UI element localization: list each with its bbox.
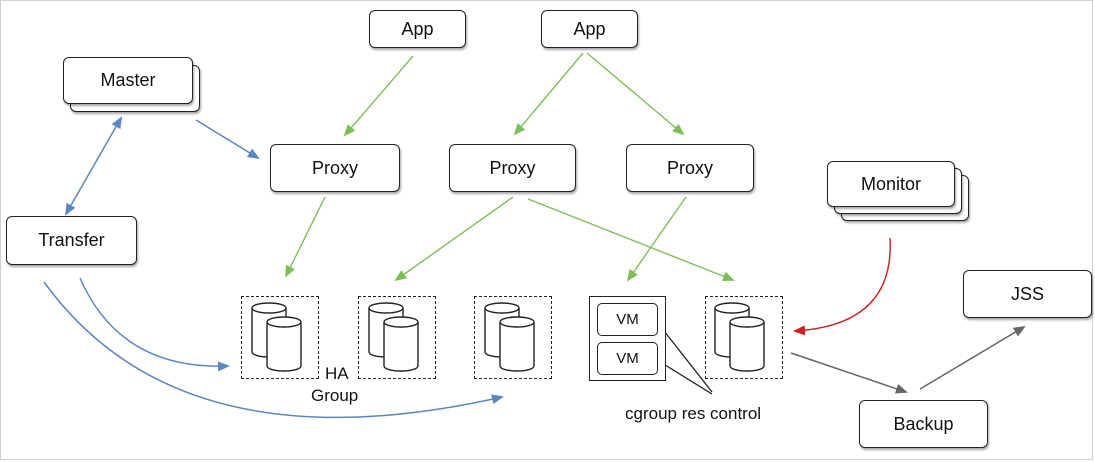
arrow-db5-to-backup bbox=[790, 352, 908, 394]
app-label: App bbox=[401, 18, 434, 39]
proxy-node-right: Proxy bbox=[626, 144, 754, 192]
db-group-3 bbox=[484, 302, 535, 372]
transfer-node: Transfer bbox=[6, 216, 137, 265]
master-label: Master bbox=[100, 70, 156, 90]
database-icon bbox=[499, 316, 535, 372]
ha-label: HA bbox=[325, 364, 349, 383]
db-container-2 bbox=[358, 296, 436, 379]
arrow-transfer-to-ha-group bbox=[79, 277, 230, 372]
arrow-app-right-to-proxy-mid bbox=[513, 52, 584, 136]
transfer-label: Transfer bbox=[38, 230, 105, 250]
app-node-right: App bbox=[541, 10, 638, 48]
vm-label: VM bbox=[616, 311, 639, 328]
arrow-monitor-to-db5 bbox=[793, 237, 891, 336]
group-label: Group bbox=[311, 386, 359, 405]
db-container-3 bbox=[474, 296, 552, 379]
vm-box-1: VM bbox=[597, 303, 658, 336]
arrow-backup-to-jss bbox=[919, 325, 1026, 390]
jss-node: JSS bbox=[963, 270, 1092, 318]
cgroup-callout-line-2 bbox=[656, 359, 713, 395]
db-group-2 bbox=[368, 302, 419, 372]
arrow-proxy-right-to-vm bbox=[626, 196, 687, 282]
arrow-master-transfer-bidirectional bbox=[65, 116, 122, 216]
proxy-label: Proxy bbox=[666, 157, 713, 178]
db-group-1 bbox=[251, 302, 302, 372]
proxy-node-mid: Proxy bbox=[449, 144, 576, 192]
arrow-app-left-to-proxy-left bbox=[343, 55, 414, 137]
jss-label: JSS bbox=[1010, 283, 1044, 304]
proxy-label: Proxy bbox=[311, 157, 358, 178]
vm-label: VM bbox=[616, 350, 639, 367]
master-node: Master bbox=[63, 57, 193, 104]
proxy-node-left: Proxy bbox=[270, 144, 400, 192]
vm-box-2: VM bbox=[597, 342, 658, 375]
cgroup-label: cgroup res control bbox=[625, 404, 762, 423]
arrow-proxy-mid-to-db5 bbox=[527, 198, 735, 281]
database-icon bbox=[729, 316, 765, 372]
db-container-5 bbox=[705, 296, 783, 379]
database-icon bbox=[383, 316, 419, 372]
db-group-5 bbox=[714, 302, 765, 372]
app-label: App bbox=[573, 18, 606, 39]
monitor-node: Monitor bbox=[827, 161, 955, 207]
app-node-left: App bbox=[369, 10, 466, 48]
monitor-label: Monitor bbox=[860, 173, 922, 194]
arrow-app-right-to-proxy-right bbox=[586, 52, 685, 136]
arrow-transfer-to-db3 bbox=[43, 281, 504, 419]
backup-node: Backup bbox=[859, 400, 988, 448]
arrow-proxy-left-to-db1 bbox=[285, 196, 326, 278]
proxy-label: Proxy bbox=[489, 157, 536, 178]
arrow-proxy-mid-to-db2 bbox=[394, 196, 514, 282]
arrow-master-to-proxy-left bbox=[195, 119, 260, 160]
backup-label: Backup bbox=[893, 413, 954, 434]
db-container-1 bbox=[241, 296, 319, 379]
cgroup-callout-line-1 bbox=[656, 321, 713, 393]
database-icon bbox=[266, 316, 302, 372]
